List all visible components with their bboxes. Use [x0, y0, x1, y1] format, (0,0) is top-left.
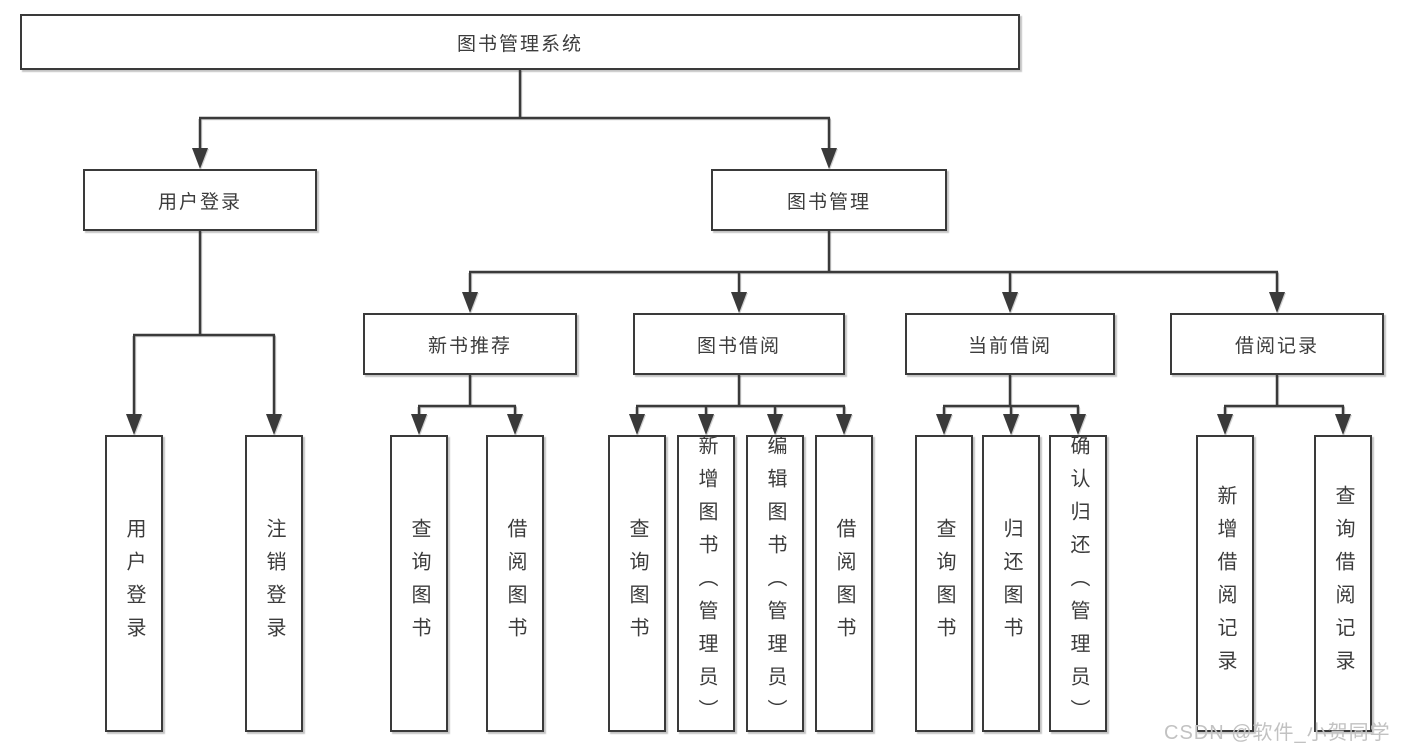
node-add-books-admin-label: 新增图书（管理员）	[695, 435, 717, 732]
node-new-book-recommendation: 新书推荐	[363, 313, 577, 375]
node-query-books-current: 查询图书	[915, 435, 973, 732]
node-root-label: 图书管理系统	[456, 33, 583, 55]
node-borrow-books-recommend: 借阅图书	[486, 435, 544, 732]
node-return-books-label: 归还图书	[1000, 517, 1022, 650]
node-query-borrow-record: 查询借阅记录	[1314, 435, 1372, 732]
node-confirm-return-admin: 确认归还（管理员）	[1049, 435, 1107, 732]
node-add-borrow-record-label: 新增借阅记录	[1214, 484, 1236, 683]
node-book-borrowing-label: 图书借阅	[696, 335, 781, 357]
node-add-books-admin: 新增图书（管理员）	[677, 435, 735, 732]
node-current-borrowing: 当前借阅	[905, 313, 1115, 375]
node-borrow-books-recommend-label: 借阅图书	[504, 517, 526, 650]
node-borrow-books-borrowing: 借阅图书	[815, 435, 873, 732]
node-borrowing-records: 借阅记录	[1170, 313, 1384, 375]
node-book-borrowing: 图书借阅	[633, 313, 845, 375]
node-query-books-recommend: 查询图书	[390, 435, 448, 732]
node-return-books: 归还图书	[982, 435, 1040, 732]
node-query-books-borrowing-label: 查询图书	[626, 517, 648, 650]
node-user-login: 用户登录	[83, 169, 317, 231]
node-query-books-current-label: 查询图书	[933, 517, 955, 650]
node-edit-books-admin: 编辑图书（管理员）	[746, 435, 804, 732]
node-book-management: 图书管理	[711, 169, 947, 231]
node-user-login-leaf-label: 用户登录	[123, 517, 145, 650]
node-current-borrowing-label: 当前借阅	[967, 335, 1052, 357]
node-borrow-books-borrowing-label: 借阅图书	[833, 517, 855, 650]
node-user-login-label: 用户登录	[157, 191, 242, 213]
node-new-book-recommendation-label: 新书推荐	[427, 335, 512, 357]
node-edit-books-admin-label: 编辑图书（管理员）	[764, 435, 786, 732]
node-user-login-leaf: 用户登录	[105, 435, 163, 732]
node-add-borrow-record: 新增借阅记录	[1196, 435, 1254, 732]
node-query-books-recommend-label: 查询图书	[408, 517, 430, 650]
node-logout-leaf-label: 注销登录	[263, 517, 285, 650]
node-query-borrow-record-label: 查询借阅记录	[1332, 484, 1354, 683]
watermark: CSDN @软件_小贺同学	[1164, 722, 1391, 744]
node-book-management-label: 图书管理	[786, 191, 871, 213]
node-query-books-borrowing: 查询图书	[608, 435, 666, 732]
node-borrowing-records-label: 借阅记录	[1234, 335, 1319, 357]
node-confirm-return-admin-label: 确认归还（管理员）	[1067, 435, 1089, 732]
node-root: 图书管理系统	[20, 14, 1020, 70]
node-logout-leaf: 注销登录	[245, 435, 303, 732]
